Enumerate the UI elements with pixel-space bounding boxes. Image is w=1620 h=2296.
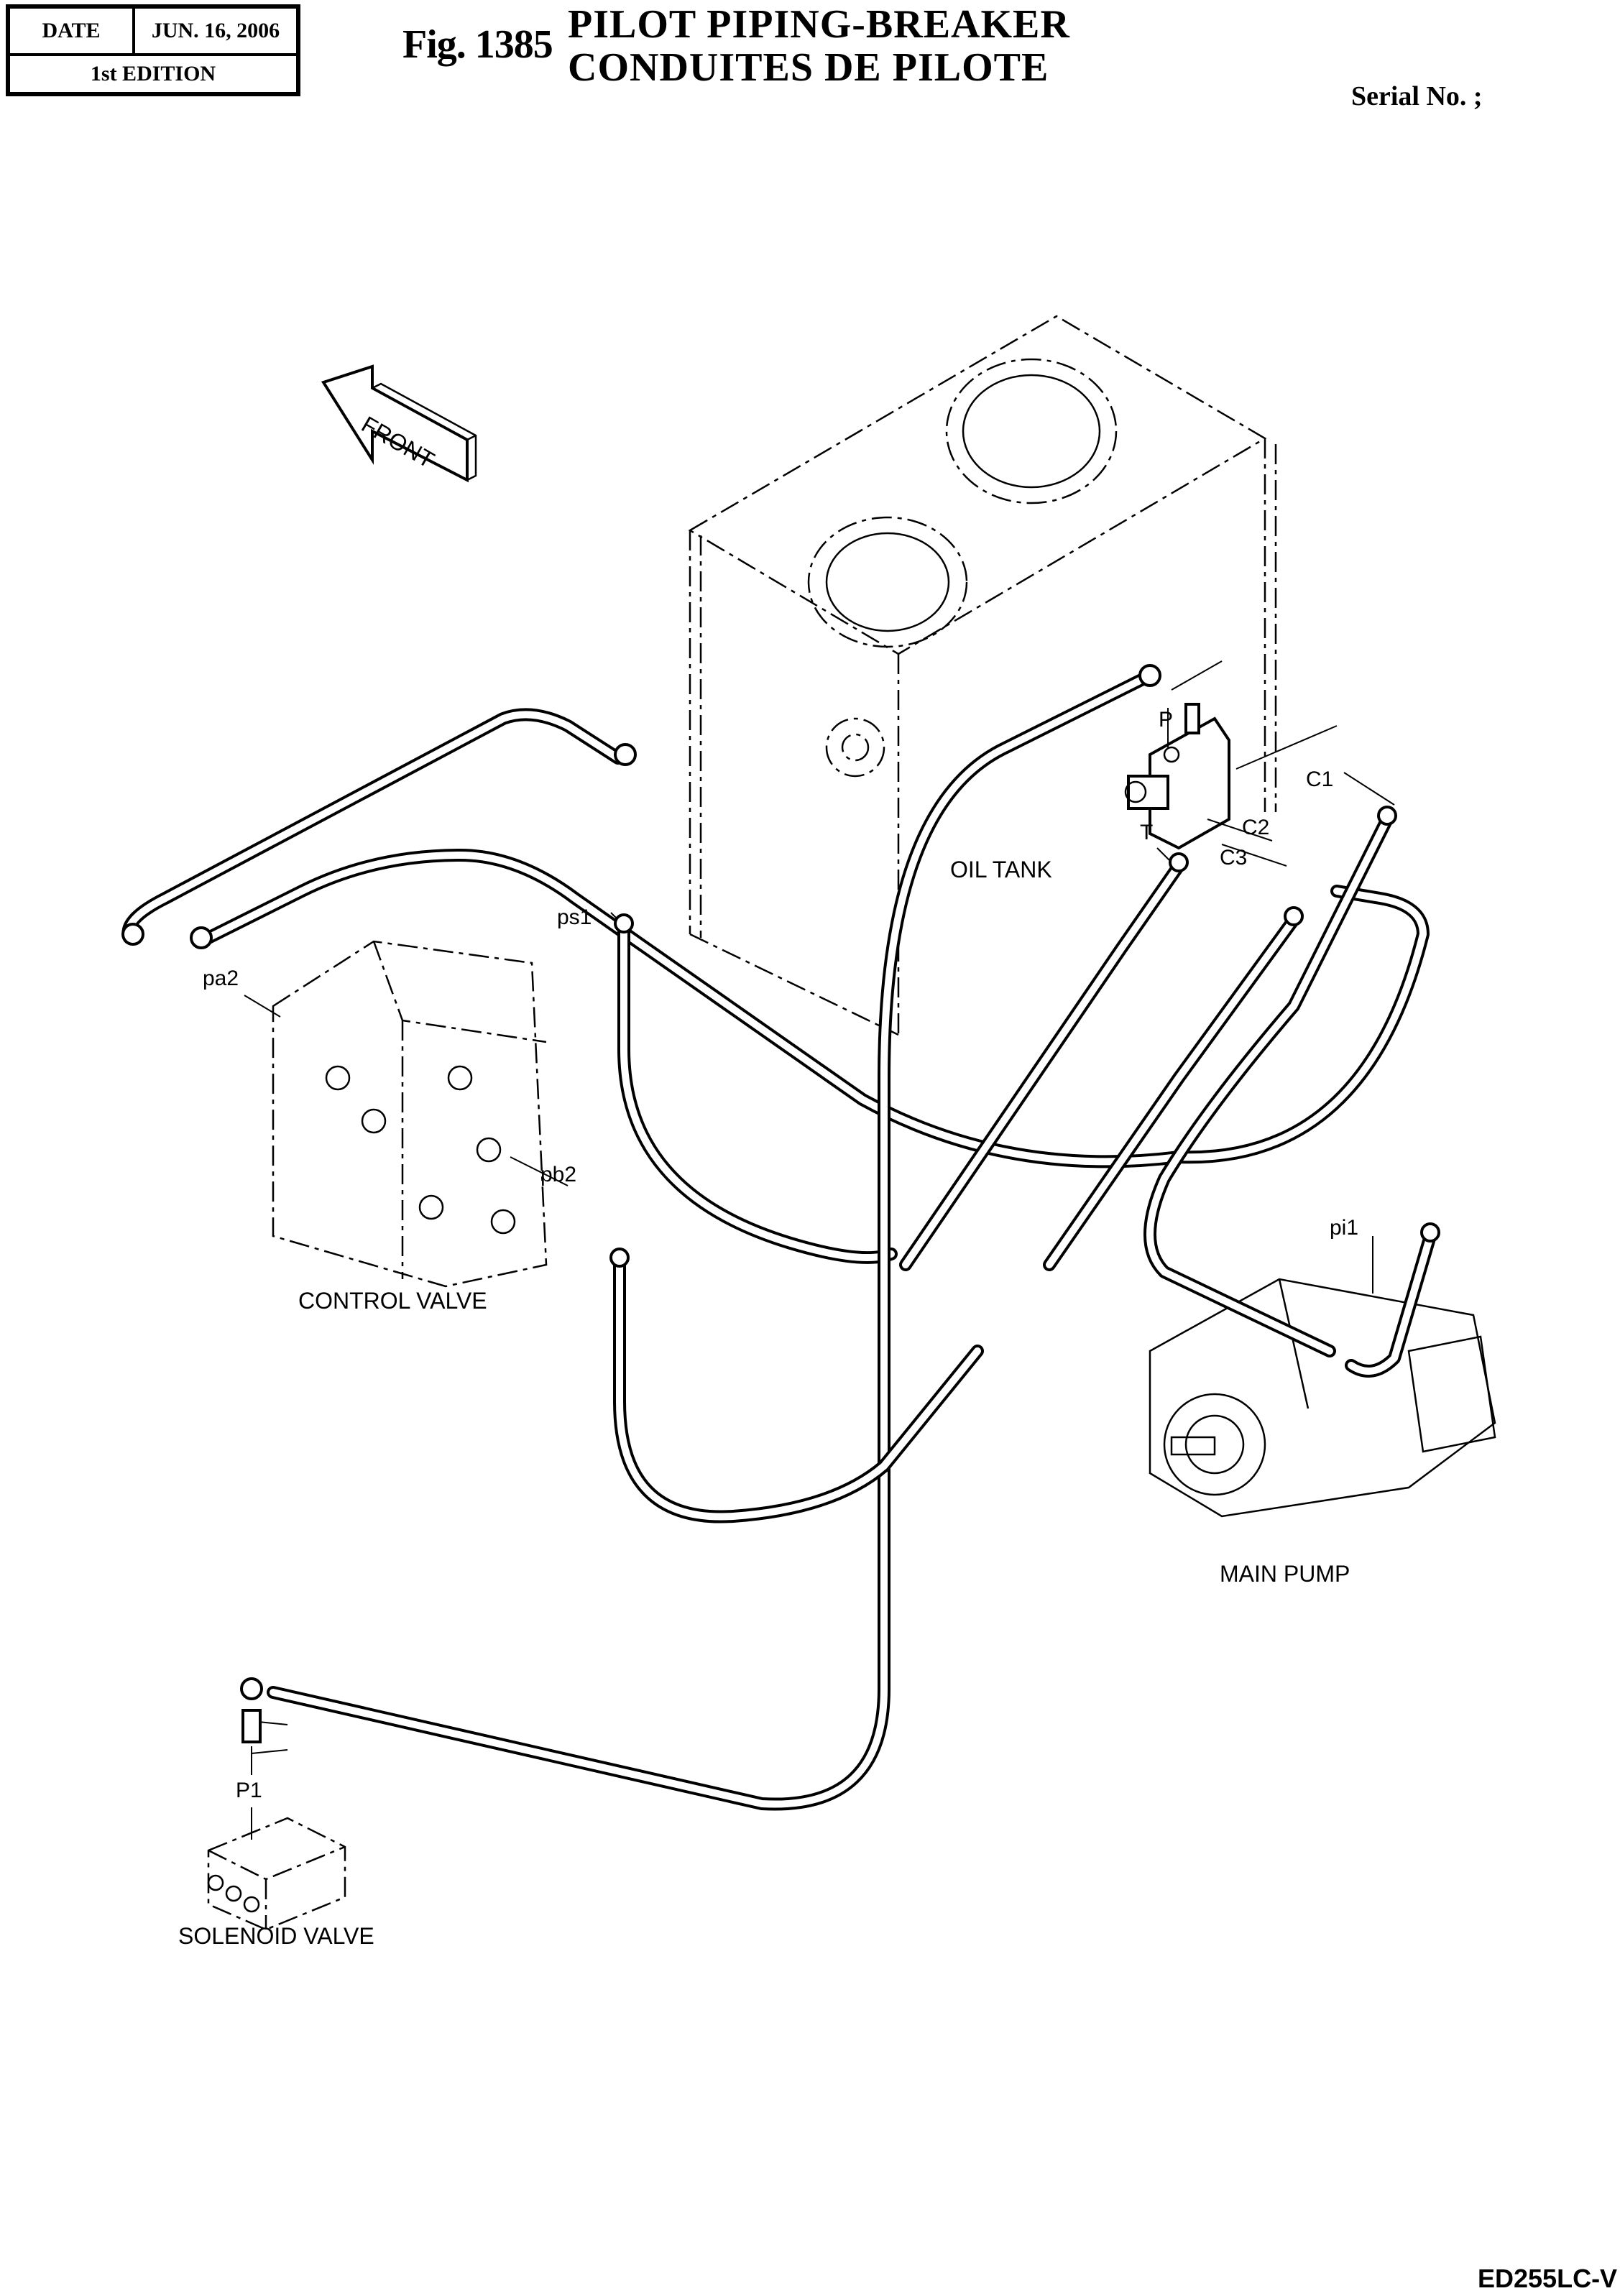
model-code: ED255LC-V: [1478, 2264, 1618, 2293]
oil-tank-label: OIL TANK: [950, 857, 1052, 882]
solenoid-valve-drawing: [207, 1817, 346, 1931]
main-pump-label: MAIN PUMP: [1220, 1561, 1350, 1587]
title-english: PILOT PIPING-BREAKER: [568, 2, 1070, 47]
serial-number-label: Serial No. ;: [1351, 81, 1483, 111]
hose-fittings: [121, 664, 1440, 1743]
breaker-valve-block-drawing: [1124, 703, 1230, 850]
port-label-pi1: pi1: [1330, 1216, 1359, 1240]
port-label-c1: C1: [1306, 767, 1334, 791]
port-label-ps1: ps1: [557, 905, 592, 929]
port-label-pa2: pa2: [203, 967, 239, 990]
main-pump-drawing: [1149, 1278, 1496, 1518]
pilot-hoses: [121, 673, 1437, 1811]
solenoid-valve-label: SOLENOID VALVE: [178, 1923, 374, 1949]
control-valve-label: CONTROL VALVE: [298, 1288, 487, 1314]
date-label: DATE: [10, 9, 135, 53]
port-label-t: T: [1140, 821, 1154, 844]
front-direction-arrow-icon: [321, 364, 477, 483]
port-label-c2: C2: [1242, 816, 1270, 839]
port-label-p: P: [1159, 708, 1174, 732]
port-label-c3: C3: [1220, 846, 1248, 870]
edition-info-box: DATE JUN. 16, 2006 1st EDITION: [6, 4, 300, 96]
port-label-pb2: pb2: [540, 1163, 577, 1186]
date-row: DATE JUN. 16, 2006: [10, 9, 296, 56]
control-valve-drawing: [272, 940, 548, 1288]
figure-number: Fig. 1385: [402, 22, 553, 67]
date-value: JUN. 16, 2006: [151, 19, 280, 42]
title-french: CONDUITES DE PILOTE: [568, 45, 1049, 90]
port-label-p1: P1: [236, 1779, 262, 1802]
oil-tank-drawing: [688, 315, 1277, 1036]
edition-label: 1st EDITION: [90, 62, 216, 86]
